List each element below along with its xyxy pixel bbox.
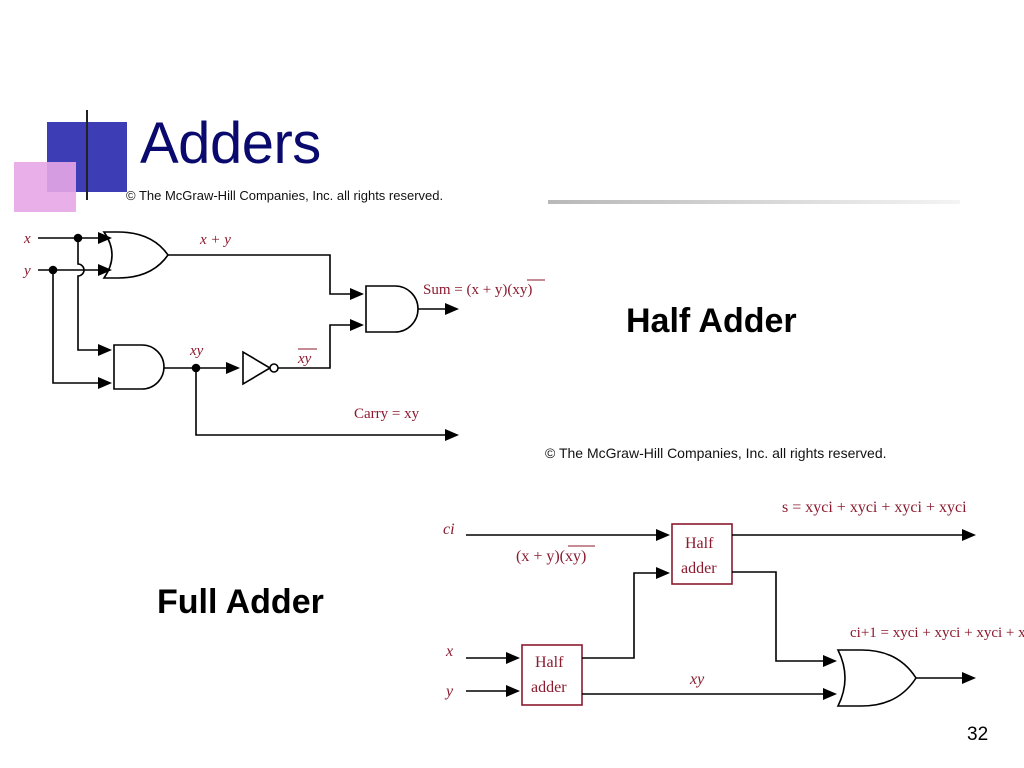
label-sum: Sum = (x + y)(xy): [423, 282, 532, 298]
corner-decoration: [0, 0, 140, 220]
label-not-out: xy: [297, 351, 312, 367]
wire-not-out: [278, 319, 364, 369]
wire-or-out: [168, 254, 364, 300]
label-xy: xy: [689, 671, 705, 688]
ha2-line2: adder: [681, 560, 717, 577]
wire-x-branch: [77, 238, 112, 356]
label-or-out: x + y: [199, 232, 231, 248]
page-number: 32: [967, 724, 989, 745]
ha1-line1: Half: [535, 654, 564, 671]
wire-ha2-carry: [732, 571, 837, 667]
half-adder-circuit: [38, 231, 459, 441]
label-x: x: [23, 231, 31, 247]
copyright-mid: © The McGraw-Hill Companies, Inc. all ri…: [545, 445, 887, 461]
half-adder-caption: Half Adder: [626, 302, 797, 340]
title-underline: [548, 200, 960, 204]
and-gate-1: [113, 344, 165, 390]
half-adder-block-1: [521, 644, 583, 706]
and-gate-sum: [365, 285, 419, 333]
label-y: y: [22, 263, 31, 279]
or-gate: [102, 231, 169, 279]
ha2-line1: Half: [685, 535, 714, 552]
full-adder-labels: ci x y (x + y)(xy) xy s = xyci + xyci + …: [443, 499, 1024, 700]
vertical-divider: [86, 110, 88, 200]
or-gate-cout: [836, 649, 917, 707]
not-gate: [242, 350, 272, 386]
label-and-out: xy: [189, 343, 204, 359]
wire-y-branch: [52, 270, 112, 389]
full-adder-caption: Full Adder: [157, 583, 324, 621]
half-adder-block-2: [671, 523, 733, 585]
copyright-top: © The McGraw-Hill Companies, Inc. all ri…: [126, 188, 444, 203]
label-ci: ci: [443, 521, 455, 538]
ha1-line2: adder: [531, 679, 567, 696]
half-adder-labels: x y x + y xy xy Sum = (x + y)(xy) Carry …: [22, 231, 545, 422]
label-cout: ci+1 = xyci + xyci + xyci + xyci: [850, 625, 1024, 641]
label-s: s = xyci + xyci + xyci + xyci: [782, 499, 967, 516]
label-mid: (x + y)(xy): [516, 548, 586, 565]
wire-carry: [195, 368, 459, 441]
full-adder-circuit: [466, 523, 976, 707]
wire-ha1-sum: [582, 567, 670, 659]
label-carry: Carry = xy: [354, 406, 420, 422]
slide-title: Adders: [140, 111, 321, 176]
pink-square: [14, 162, 76, 212]
not-bubble: [269, 363, 279, 373]
label-fa-x: x: [445, 643, 453, 660]
label-fa-y: y: [444, 683, 454, 700]
